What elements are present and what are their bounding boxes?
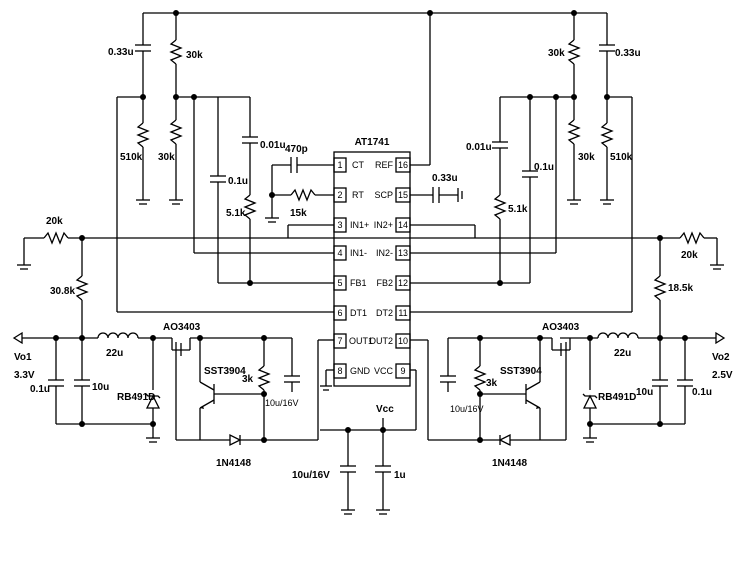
label-c-001u-right: 0.01u	[466, 142, 492, 153]
label-1n4148-right: 1N4148	[492, 458, 527, 469]
label-c-10u16-left: 10u/16V	[265, 398, 299, 408]
pin-name: IN1+	[350, 220, 369, 230]
label-r-510k-left: 510k	[120, 152, 143, 163]
label-bjt-right: SST3904	[500, 366, 542, 377]
pin-num: 4	[337, 248, 342, 258]
label-c-01u-right: 0.1u	[534, 162, 554, 173]
pin-name: IN2-	[376, 248, 393, 258]
pin-name: SCP	[374, 190, 393, 200]
pin-num: 2	[337, 190, 342, 200]
pin-num: 13	[398, 248, 408, 258]
divider-bus	[17, 231, 724, 338]
right-output-stage	[410, 331, 726, 447]
pin-name: OUT1	[349, 336, 373, 346]
label-c-01u-out-left: 0.1u	[30, 384, 50, 395]
pin-num: 11	[398, 308, 407, 318]
pin-num: 12	[398, 278, 408, 288]
pin-name: RT	[352, 190, 364, 200]
pin-num: 10	[398, 336, 408, 346]
label-r-top-left: 30k	[186, 50, 203, 61]
label-c-top-right: 0.33u	[615, 48, 641, 59]
label-c-10u16-right: 10u/16V	[450, 404, 484, 414]
label-r-30k-right-low: 30k	[578, 152, 595, 163]
label-c-470p: 470p	[285, 144, 308, 155]
pin-num: 3	[337, 220, 342, 230]
pin-num: 9	[400, 366, 405, 376]
label-c-033u-scp: 0.33u	[432, 173, 458, 184]
label-l-right: 22u	[614, 348, 631, 359]
chip-name: AT1741	[355, 137, 390, 148]
label-r-20k-left: 20k	[46, 216, 63, 227]
pin-num: 6	[337, 308, 342, 318]
right-feedback-network	[410, 94, 633, 313]
supply-section	[320, 369, 417, 515]
pin-name: IN2+	[374, 220, 393, 230]
label-r-308k: 30.8k	[50, 286, 75, 297]
label-vo2: Vo2	[712, 352, 730, 363]
label-vo2-voltage: 2.5V	[712, 370, 733, 381]
pin-num: 14	[398, 220, 408, 230]
label-r-3k-right: 3k	[486, 378, 498, 389]
label-r-51k-left: 5.1k	[226, 208, 246, 219]
label-c-10u-out-left: 10u	[92, 382, 109, 393]
label-r-185k: 18.5k	[668, 283, 693, 294]
label-vo1-voltage: 3.3V	[14, 370, 35, 381]
ref-bus	[135, 10, 615, 166]
label-l-left: 22u	[106, 348, 123, 359]
label-r-3k-left: 3k	[242, 374, 254, 385]
label-c-01u-left: 0.1u	[228, 176, 248, 187]
pin-name: OUT2	[369, 336, 393, 346]
component-labels: 0.33u 30k 510k 30k 0.01u 470p 0.1u 5.1k …	[14, 47, 733, 481]
pin-name: DT2	[376, 308, 393, 318]
left-feedback-network	[116, 94, 334, 313]
label-r-20k-right: 20k	[681, 250, 698, 261]
left-output-stage	[12, 331, 334, 447]
pin-name: VCC	[374, 366, 394, 376]
label-1n4148-left: 1N4148	[216, 458, 251, 469]
label-c-01u-out-right: 0.1u	[692, 387, 712, 398]
chip-body	[333, 151, 411, 387]
pin-num: 8	[337, 366, 342, 376]
pin-name: CT	[352, 160, 364, 170]
pin-num: 7	[337, 336, 342, 346]
label-diode-right: RB491D	[598, 392, 636, 403]
label-diode-left: RB491D	[117, 392, 155, 403]
pin-num: 1	[337, 160, 342, 170]
pin-name: DT1	[350, 308, 367, 318]
label-c-vcc-10u: 10u/16V	[292, 470, 330, 481]
pin-name: GND	[350, 366, 371, 376]
label-r-15k: 15k	[290, 208, 307, 219]
label-bjt-left: SST3904	[204, 366, 246, 377]
label-c-001u-left: 0.01u	[260, 140, 286, 151]
label-r-51k-right: 5.1k	[508, 204, 528, 215]
label-mos-right: AO3403	[542, 322, 580, 333]
pin-name: IN1-	[350, 248, 367, 258]
pin-name: FB1	[350, 278, 367, 288]
at1741-chip: AT1741 1 CT 2 RT 3 IN1+ 4 IN1- 5 FB1 6 D…	[333, 137, 411, 387]
pin-num: 5	[337, 278, 342, 288]
label-r-30k-left-low: 30k	[158, 152, 175, 163]
label-c-10u-out-right: 10u	[636, 387, 653, 398]
label-mos-left: AO3403	[163, 322, 201, 333]
label-vo1: Vo1	[14, 352, 32, 363]
label-r-top-right: 30k	[548, 48, 565, 59]
pin-name: FB2	[376, 278, 393, 288]
label-r-510k-right: 510k	[610, 152, 633, 163]
pin-num: 15	[398, 190, 408, 200]
label-vcc: Vcc	[376, 404, 394, 415]
pin-num: 16	[398, 160, 408, 170]
label-c-top-left: 0.33u	[108, 47, 134, 58]
pin-name: REF	[375, 160, 394, 170]
label-c-vcc-1u: 1u	[394, 470, 406, 481]
